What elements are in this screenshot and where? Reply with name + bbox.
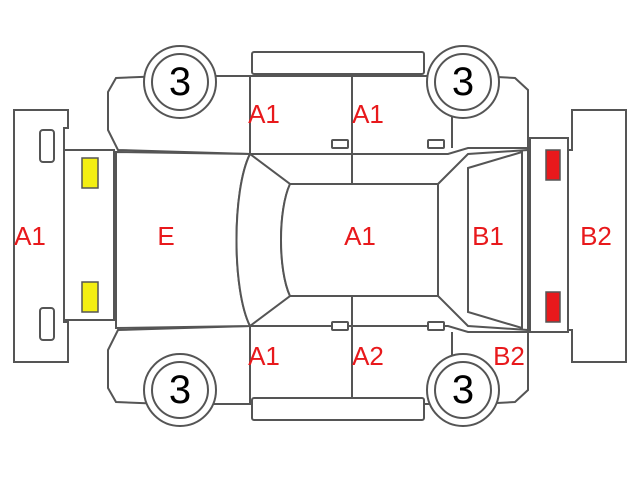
wheel-top-left-grade: 3 (169, 60, 191, 104)
right-rear-door-label: A2 (352, 341, 384, 371)
wheel-bottom-right: 3 (426, 353, 500, 427)
rear-bumper (529, 109, 627, 363)
left-headlamp (81, 157, 99, 189)
rear-glass (467, 150, 523, 330)
right-headlamp (81, 281, 99, 313)
right-taillamp (545, 291, 561, 323)
hood-panel (115, 150, 252, 330)
front-bumper (13, 109, 69, 363)
front-grille (63, 149, 115, 321)
rear-bumper-label: B2 (580, 221, 612, 251)
hood-label: E (157, 221, 174, 251)
left-front-door-label: A1 (248, 99, 280, 129)
wheel-bottom-left-grade: 3 (169, 368, 191, 412)
top-side-strip (251, 51, 425, 75)
rear-window-label: B1 (472, 221, 504, 251)
roof-panel (280, 183, 439, 297)
wheel-top-left: 3 (143, 45, 217, 119)
left-taillamp (545, 149, 561, 181)
right-rear-quarter-label: B2 (493, 341, 525, 371)
bottom-side-strip (251, 397, 425, 421)
left-rear-door-label: A1 (352, 99, 384, 129)
wheel-top-right: 3 (426, 45, 500, 119)
right-front-door-label: A1 (248, 341, 280, 371)
wheel-top-right-grade: 3 (452, 60, 474, 104)
roof-label: A1 (344, 221, 376, 251)
wheel-bottom-right-grade: 3 (452, 368, 474, 412)
wheel-bottom-left: 3 (143, 353, 217, 427)
front-bumper-label: A1 (14, 221, 46, 251)
